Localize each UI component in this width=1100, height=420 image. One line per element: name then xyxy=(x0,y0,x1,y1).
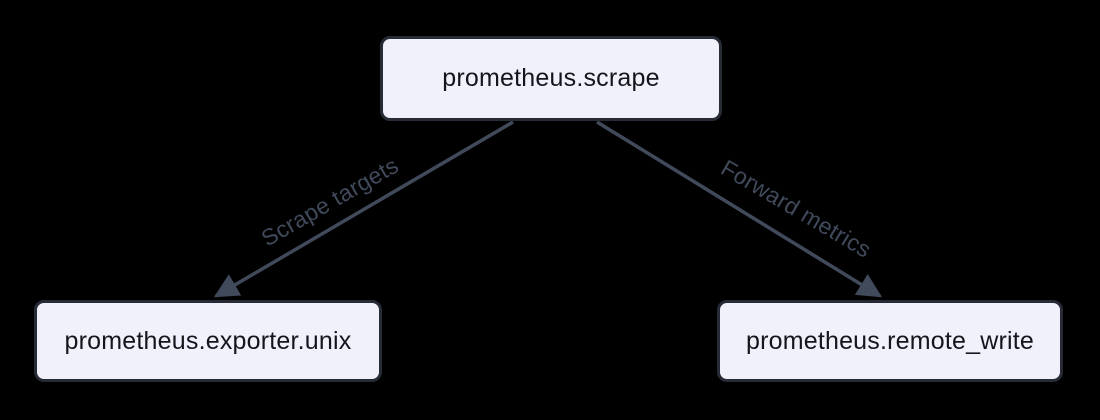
edge-scrape-to-remote-write xyxy=(596,120,883,298)
node-prometheus-exporter-unix-label: prometheus.exporter.unix xyxy=(64,326,352,355)
node-prometheus-remote-write: prometheus.remote_write xyxy=(717,300,1063,382)
node-prometheus-exporter-unix: prometheus.exporter.unix xyxy=(34,300,382,382)
node-prometheus-scrape-label: prometheus.scrape xyxy=(442,64,660,92)
edge-scrape-to-exporter xyxy=(213,120,514,298)
node-prometheus-remote-write-label: prometheus.remote_write xyxy=(745,326,1035,355)
node-prometheus-scrape: prometheus.scrape xyxy=(380,36,722,121)
